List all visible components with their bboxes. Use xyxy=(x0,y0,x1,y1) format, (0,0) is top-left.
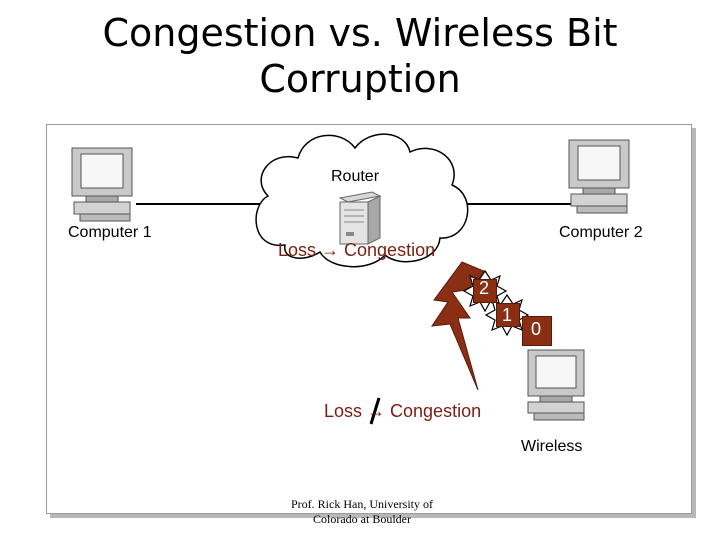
slide-title: Congestion vs. Wireless Bit Corruption xyxy=(0,10,720,102)
cloud-shape xyxy=(255,133,469,268)
loss-not-congestion-label: Loss → Congestion xyxy=(324,401,482,421)
packet-2 xyxy=(473,279,497,303)
packet-1-number: 1 xyxy=(502,305,513,325)
footer-line-2: Colorado at Boulder xyxy=(313,512,411,526)
computer-2-label: Computer 2 xyxy=(559,224,643,241)
packet-0 xyxy=(522,316,552,346)
negation-slash xyxy=(369,397,381,425)
packet-0-number: 0 xyxy=(531,319,542,339)
title-line-1: Congestion vs. Wireless Bit xyxy=(102,11,618,55)
wireless-computer-icon xyxy=(527,349,585,421)
computer-1-label: Computer 1 xyxy=(68,224,152,241)
packet-1 xyxy=(496,303,520,327)
wireless-label: Wireless xyxy=(521,438,583,455)
title-line-2: Corruption xyxy=(259,57,461,101)
router-label: Router xyxy=(331,168,380,185)
computer-1-icon xyxy=(71,147,133,222)
loss-implies-congestion-label: Loss → Congestion xyxy=(278,240,436,260)
slide-footer: Prof. Rick Han, University of Colorado a… xyxy=(262,497,462,527)
wireless-bolt-icon xyxy=(430,261,487,391)
packet-2-number: 2 xyxy=(479,278,490,298)
computer-2-icon xyxy=(568,139,630,214)
router-icon xyxy=(338,191,382,245)
footer-line-1: Prof. Rick Han, University of xyxy=(291,497,433,511)
